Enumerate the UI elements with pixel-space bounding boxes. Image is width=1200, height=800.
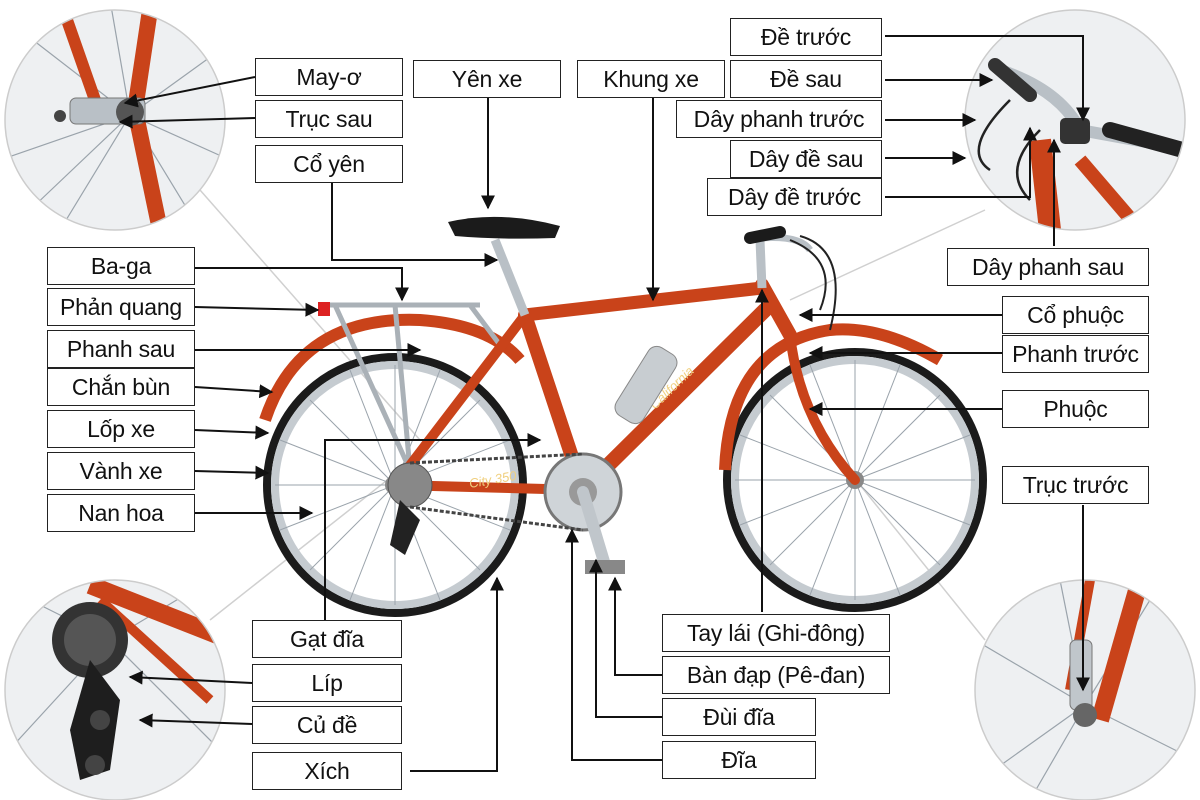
label-ban-dap: Bàn đạp (Pê-đan) xyxy=(662,656,890,694)
label-tay-lai: Tay lái (Ghi-đông) xyxy=(662,614,890,652)
label-day-phanh-sau: Dây phanh sau xyxy=(947,248,1149,286)
leader-arrows xyxy=(118,35,1090,772)
seat-post xyxy=(490,238,530,317)
label-day-de-truoc: Dây đề trước xyxy=(707,178,882,216)
label-phanh-truoc: Phanh trước xyxy=(1002,335,1149,373)
water-bottle xyxy=(614,345,678,425)
label-co-yen: Cổ yên xyxy=(255,145,403,183)
label-truc-sau: Trục sau xyxy=(255,100,403,138)
reflector xyxy=(318,302,330,316)
label-phuoc: Phuộc xyxy=(1002,390,1149,428)
front-fender xyxy=(719,323,944,471)
label-truc-truoc: Trục trước xyxy=(1002,466,1149,504)
cassette xyxy=(387,462,433,508)
label-phan-quang: Phản quang xyxy=(47,288,195,326)
crank-arm xyxy=(577,486,611,571)
label-de-truoc: Đề trước xyxy=(730,18,882,56)
label-ba-ga: Ba-ga xyxy=(47,247,195,285)
label-chan-bun: Chắn bùn xyxy=(47,368,195,406)
rear-derailleur xyxy=(390,500,420,555)
label-yen-xe: Yên xe xyxy=(413,60,561,98)
bicycle: City 350 California xyxy=(259,216,987,617)
stem xyxy=(755,239,767,289)
label-nan-hoa: Nan hoa xyxy=(47,494,195,532)
label-cu-de: Củ đề xyxy=(252,706,402,744)
pedal xyxy=(585,560,625,574)
chain xyxy=(409,452,584,532)
inset-rear-derailleur xyxy=(5,580,225,800)
brake-cables xyxy=(789,235,837,331)
label-day-phanh-truoc: Dây phanh trước xyxy=(676,100,882,138)
label-vanh-xe: Vành xe xyxy=(47,452,195,490)
label-xich: Xích xyxy=(252,752,402,790)
label-lop-xe: Lốp xe xyxy=(47,410,195,448)
grip xyxy=(744,226,786,244)
label-dia: Đĩa xyxy=(662,741,816,779)
rear-rack xyxy=(325,302,502,472)
label-de-sau: Đề sau xyxy=(730,60,882,98)
label-gat-dia: Gạt đĩa xyxy=(252,620,402,658)
label-dui-dia: Đùi đĩa xyxy=(662,698,816,736)
label-lip: Líp xyxy=(252,664,402,702)
saddle xyxy=(448,216,560,239)
label-co-phuoc: Cổ phuộc xyxy=(1002,296,1149,334)
label-may-o: May-ơ xyxy=(255,58,403,96)
label-khung-xe: Khung xe xyxy=(577,60,725,98)
label-day-de-sau: Dây đề sau xyxy=(730,140,882,178)
label-phanh-sau: Phanh sau xyxy=(47,330,195,368)
inset-front-hub xyxy=(975,580,1195,800)
